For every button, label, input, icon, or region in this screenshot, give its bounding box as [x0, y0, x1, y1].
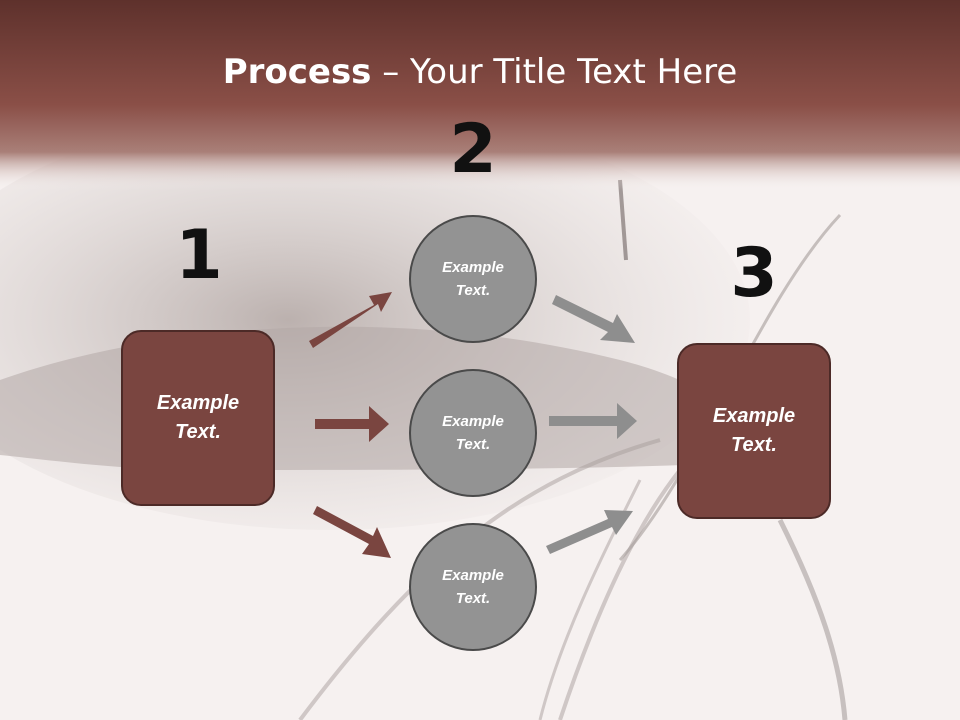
circle-top-line2: Text.	[455, 282, 491, 299]
title-bold: Process	[222, 52, 372, 92]
circle-bottom-line1: Example	[442, 567, 504, 584]
arrow-right	[315, 406, 389, 442]
arrow-gray-up-right	[546, 510, 633, 554]
header-band	[0, 0, 960, 190]
step-3-box[interactable]: Example Text.	[677, 343, 831, 519]
whisker-shape	[777, 518, 848, 720]
step-1-box[interactable]: Example Text.	[121, 330, 275, 506]
step-1-label-line2: Text.	[175, 421, 221, 443]
step-number-1: 1	[175, 216, 223, 295]
whisker-shape	[558, 468, 682, 720]
slide-title: Process – Your Title Text Here	[0, 52, 960, 92]
whisker-shape	[538, 479, 642, 720]
step-3-label-line1: Example	[712, 405, 796, 427]
step-number-3: 3	[730, 234, 778, 313]
circle-bottom[interactable]: Example Text.	[409, 523, 537, 651]
step-1-label-line1: Example	[156, 392, 240, 414]
arrow-down-right	[313, 506, 391, 558]
arrow-gray-down-right	[552, 295, 635, 343]
circle-top-line1: Example	[442, 259, 504, 276]
circle-top[interactable]: Example Text.	[409, 215, 537, 343]
circle-middle-line2: Text.	[455, 436, 491, 453]
circle-middle-line1: Example	[442, 413, 504, 430]
arrow-up-right	[309, 292, 392, 348]
arrow-gray-right	[549, 403, 637, 439]
fish-fin-shape	[618, 179, 628, 261]
step-3-label-line2: Text.	[731, 434, 777, 456]
title-rest: – Your Title Text Here	[371, 52, 738, 92]
circle-middle[interactable]: Example Text.	[409, 369, 537, 497]
circle-bottom-line2: Text.	[455, 590, 491, 607]
step-number-2: 2	[449, 110, 497, 189]
